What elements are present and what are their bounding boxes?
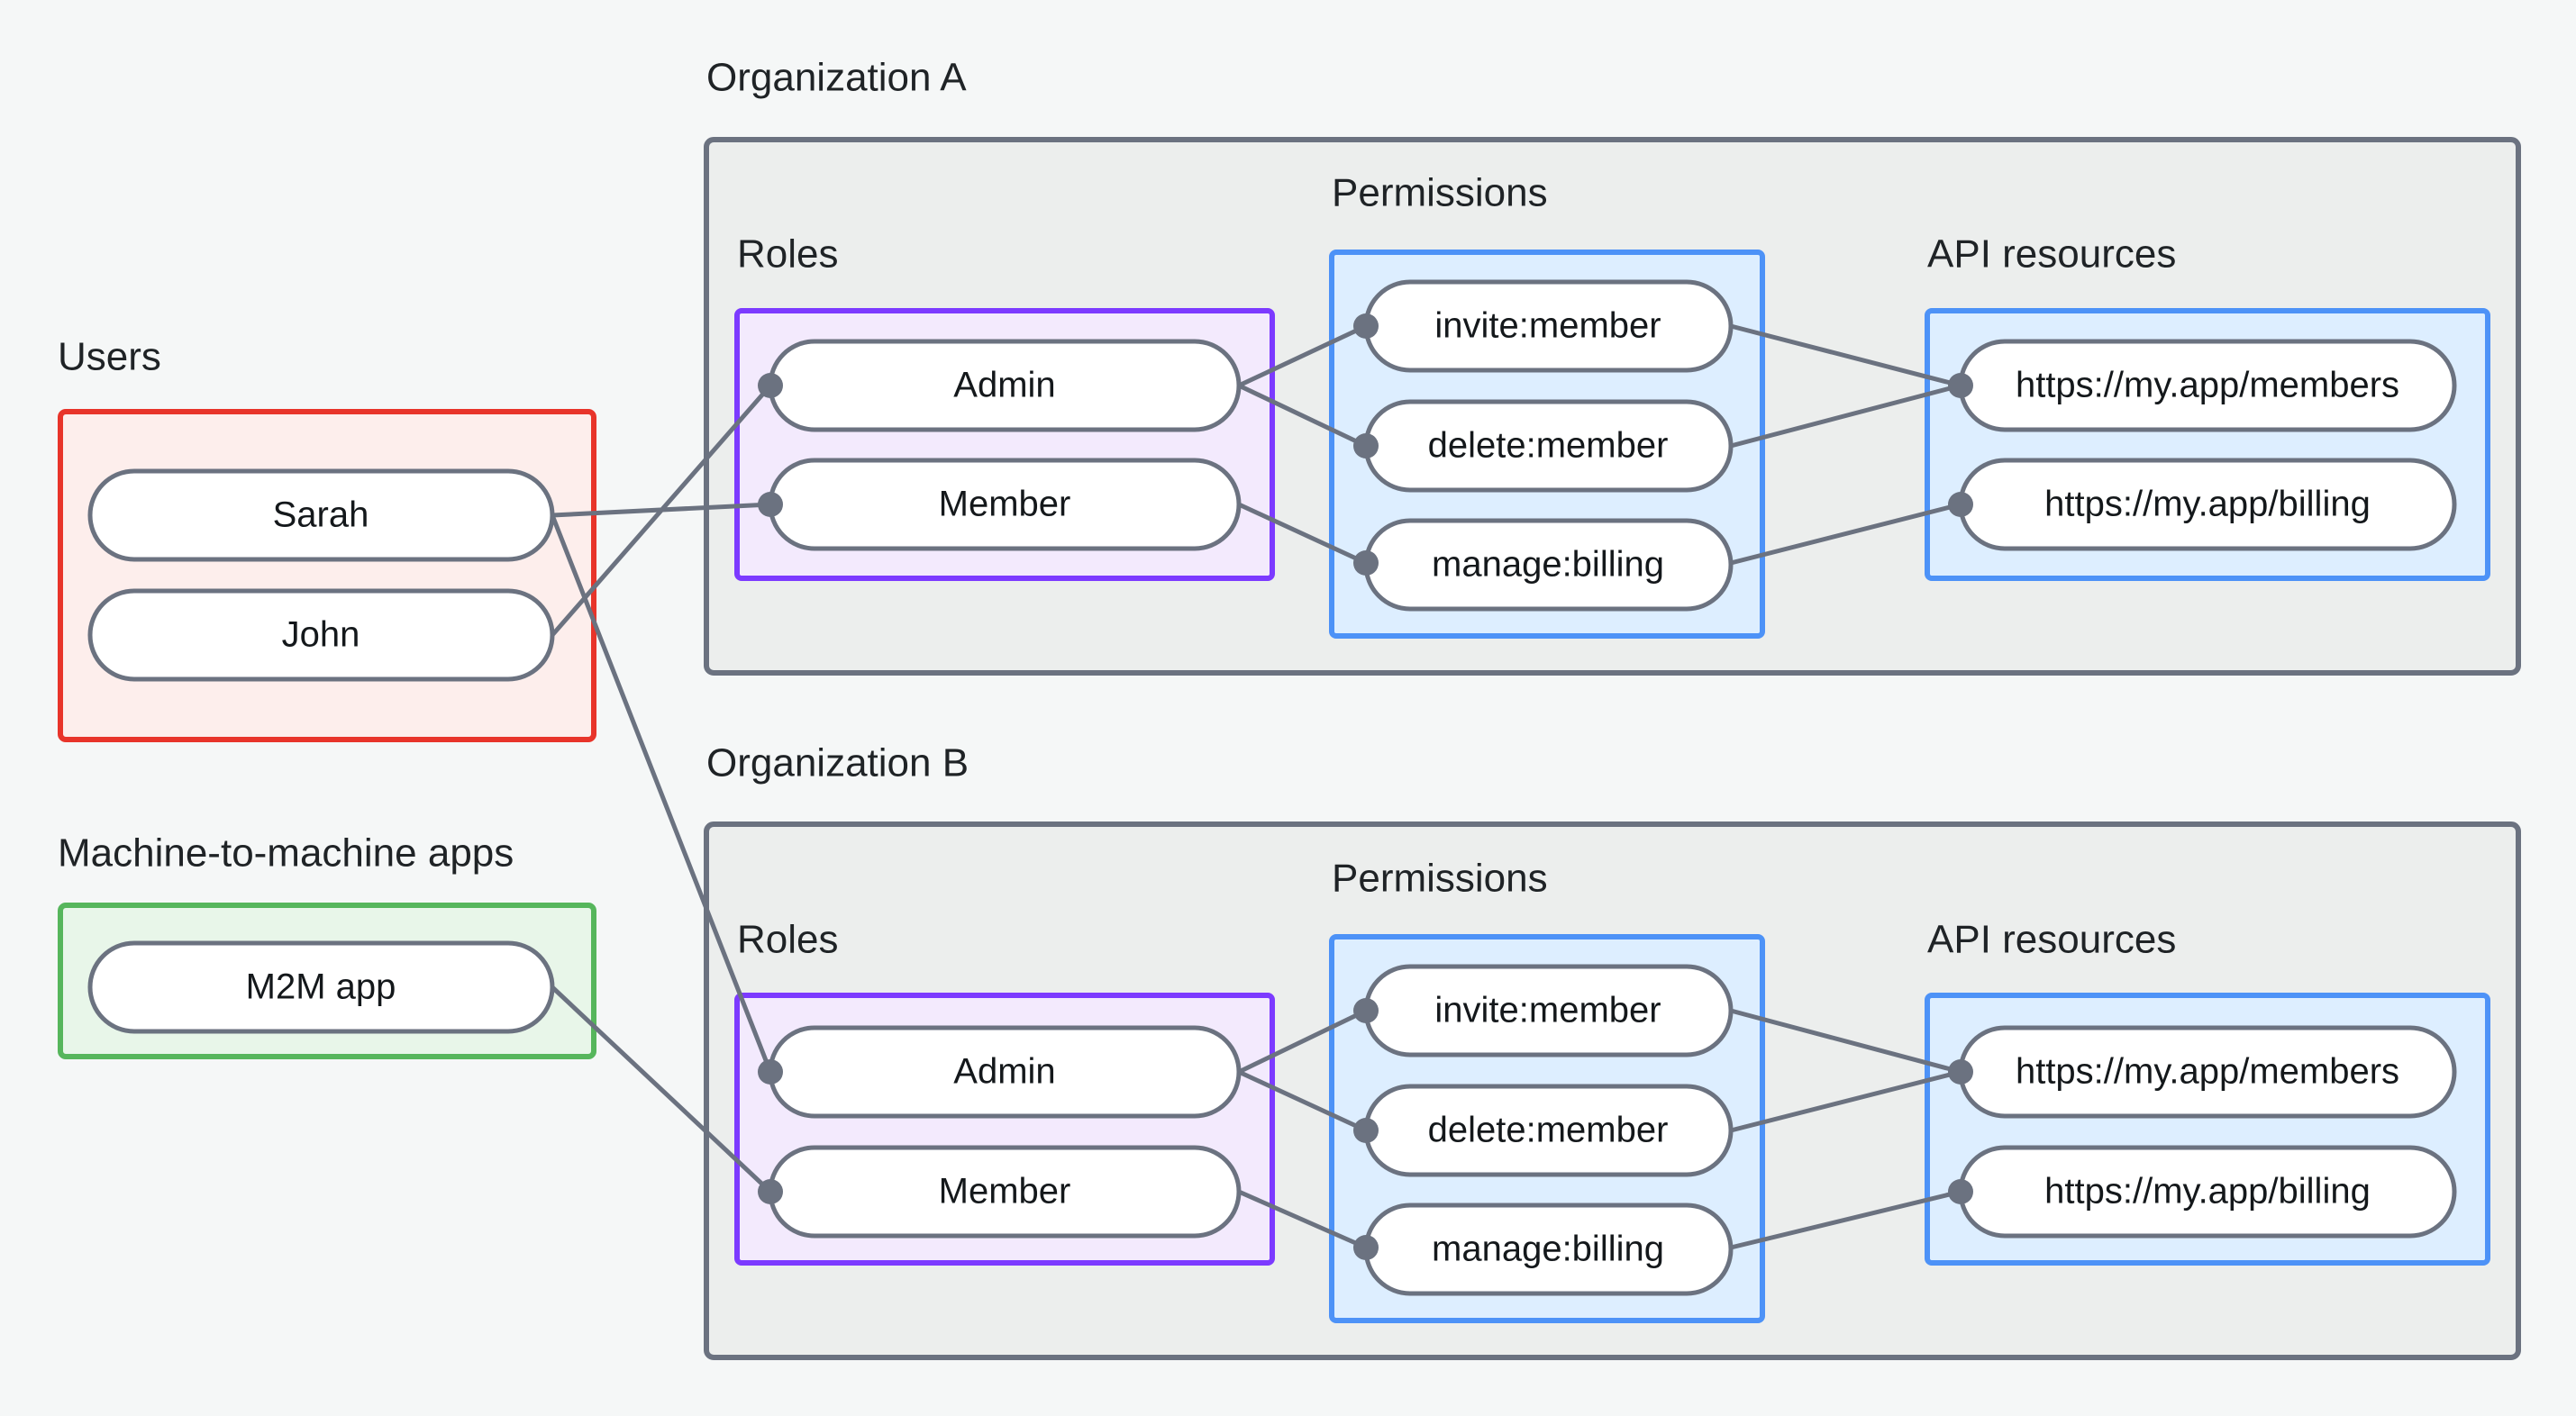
- endpoint-dot: [1948, 492, 1973, 517]
- org-a-api-label-members: https://my.app/members: [2016, 366, 2399, 405]
- org-a-role-label-member: Member: [939, 485, 1071, 524]
- users-group-title: Users: [58, 335, 161, 379]
- endpoint-dot: [758, 492, 783, 517]
- edge-sarah-to-orgb-admin: [550, 514, 773, 1073]
- edge-orgb-invite-to-members: [1730, 1008, 1962, 1075]
- org-a-permission-label-delete-member: delete:member: [1428, 426, 1669, 466]
- endpoint-dot: [1353, 1118, 1379, 1143]
- endpoint-dot: [1948, 1179, 1973, 1204]
- org-b-permission-node-manage-billing[interactable]: manage:billing: [1363, 1203, 1734, 1296]
- edge-orga-invite-to-members: [1730, 323, 1962, 388]
- endpoint-dot: [1948, 373, 1973, 398]
- m2m-node-app[interactable]: M2M app: [87, 940, 555, 1034]
- user-label-sarah: Sarah: [273, 495, 369, 535]
- edge-orga-delete-to-members: [1730, 383, 1962, 449]
- org-a-permission-label-manage-billing: manage:billing: [1432, 545, 1664, 585]
- endpoint-dot: [1353, 998, 1379, 1023]
- edge-m2m-to-orgb-member: [551, 985, 772, 1194]
- org-b-permission-label-invite-member: invite:member: [1434, 991, 1661, 1030]
- edge-orga-admin-to-delete: [1237, 383, 1368, 449]
- endpoint-dot: [1948, 1059, 1973, 1085]
- org-a-role-node-member[interactable]: Member: [768, 458, 1242, 551]
- edge-orgb-member-to-billing: [1237, 1189, 1368, 1250]
- organization-a-title: Organization A: [706, 56, 967, 100]
- org-a-api-label-billing: https://my.app/billing: [2044, 485, 2371, 524]
- endpoint-dot: [758, 1059, 783, 1085]
- edge-orga-billing-to-billing: [1730, 502, 1962, 566]
- org-a-permission-node-invite-member[interactable]: invite:member: [1363, 279, 1734, 373]
- org-b-permissions-title: Permissions: [1332, 857, 1548, 901]
- org-b-api-resources-title: API resources: [1927, 918, 2176, 962]
- user-node-sarah[interactable]: Sarah: [87, 468, 555, 562]
- organization-b-title: Organization B: [706, 741, 969, 785]
- connection-endpoints: [758, 313, 1973, 1260]
- endpoint-dot: [1353, 1235, 1379, 1260]
- org-b-api-label-billing: https://my.app/billing: [2044, 1172, 2371, 1212]
- org-b-role-node-member[interactable]: Member: [768, 1145, 1242, 1239]
- user-label-john: John: [282, 615, 360, 655]
- org-a-roles-title: Roles: [737, 232, 839, 277]
- org-a-permissions-title: Permissions: [1332, 171, 1548, 215]
- org-b-api-node-members[interactable]: https://my.app/members: [1958, 1025, 2457, 1119]
- edge-orgb-admin-to-delete: [1237, 1069, 1368, 1133]
- org-b-role-label-admin: Admin: [953, 1052, 1055, 1092]
- edge-orga-admin-to-invite: [1237, 323, 1368, 388]
- edge-orga-member-to-billing: [1237, 502, 1368, 566]
- org-a-api-node-billing[interactable]: https://my.app/billing: [1958, 458, 2457, 551]
- user-node-john[interactable]: John: [87, 588, 555, 682]
- org-b-permission-label-delete-member: delete:member: [1428, 1111, 1669, 1150]
- org-b-role-node-admin[interactable]: Admin: [768, 1025, 1242, 1119]
- org-b-permission-node-invite-member[interactable]: invite:member: [1363, 964, 1734, 1057]
- org-b-permission-label-manage-billing: manage:billing: [1432, 1230, 1664, 1269]
- users-container: [58, 409, 596, 742]
- org-b-role-label-member: Member: [939, 1172, 1071, 1212]
- endpoint-dot: [1353, 433, 1379, 458]
- org-b-api-label-members: https://my.app/members: [2016, 1052, 2399, 1092]
- edge-john-to-orga-admin: [551, 384, 772, 637]
- org-b-api-node-billing[interactable]: https://my.app/billing: [1958, 1145, 2457, 1239]
- org-a-permission-node-delete-member[interactable]: delete:member: [1363, 399, 1734, 493]
- org-a-role-label-admin: Admin: [953, 366, 1055, 405]
- edge-orgb-billing-to-billing: [1730, 1189, 1962, 1250]
- org-a-role-node-admin[interactable]: Admin: [768, 339, 1242, 432]
- org-a-api-node-members[interactable]: https://my.app/members: [1958, 339, 2457, 432]
- m2m-group-title: Machine-to-machine apps: [58, 831, 514, 876]
- org-a-api-resources-title: API resources: [1927, 232, 2176, 277]
- m2m-label-app: M2M app: [246, 967, 396, 1007]
- connection-edges: [550, 323, 1962, 1250]
- edge-orgb-delete-to-members: [1730, 1069, 1962, 1133]
- org-a-permission-node-manage-billing[interactable]: manage:billing: [1363, 518, 1734, 612]
- org-b-roles-title: Roles: [737, 918, 839, 962]
- endpoint-dot: [758, 1179, 783, 1204]
- endpoint-dot: [758, 373, 783, 398]
- edge-orgb-admin-to-invite: [1237, 1008, 1368, 1075]
- org-b-permission-node-delete-member[interactable]: delete:member: [1363, 1084, 1734, 1177]
- org-a-permission-label-invite-member: invite:member: [1434, 306, 1661, 346]
- endpoint-dot: [1353, 550, 1379, 576]
- endpoint-dot: [1353, 313, 1379, 339]
